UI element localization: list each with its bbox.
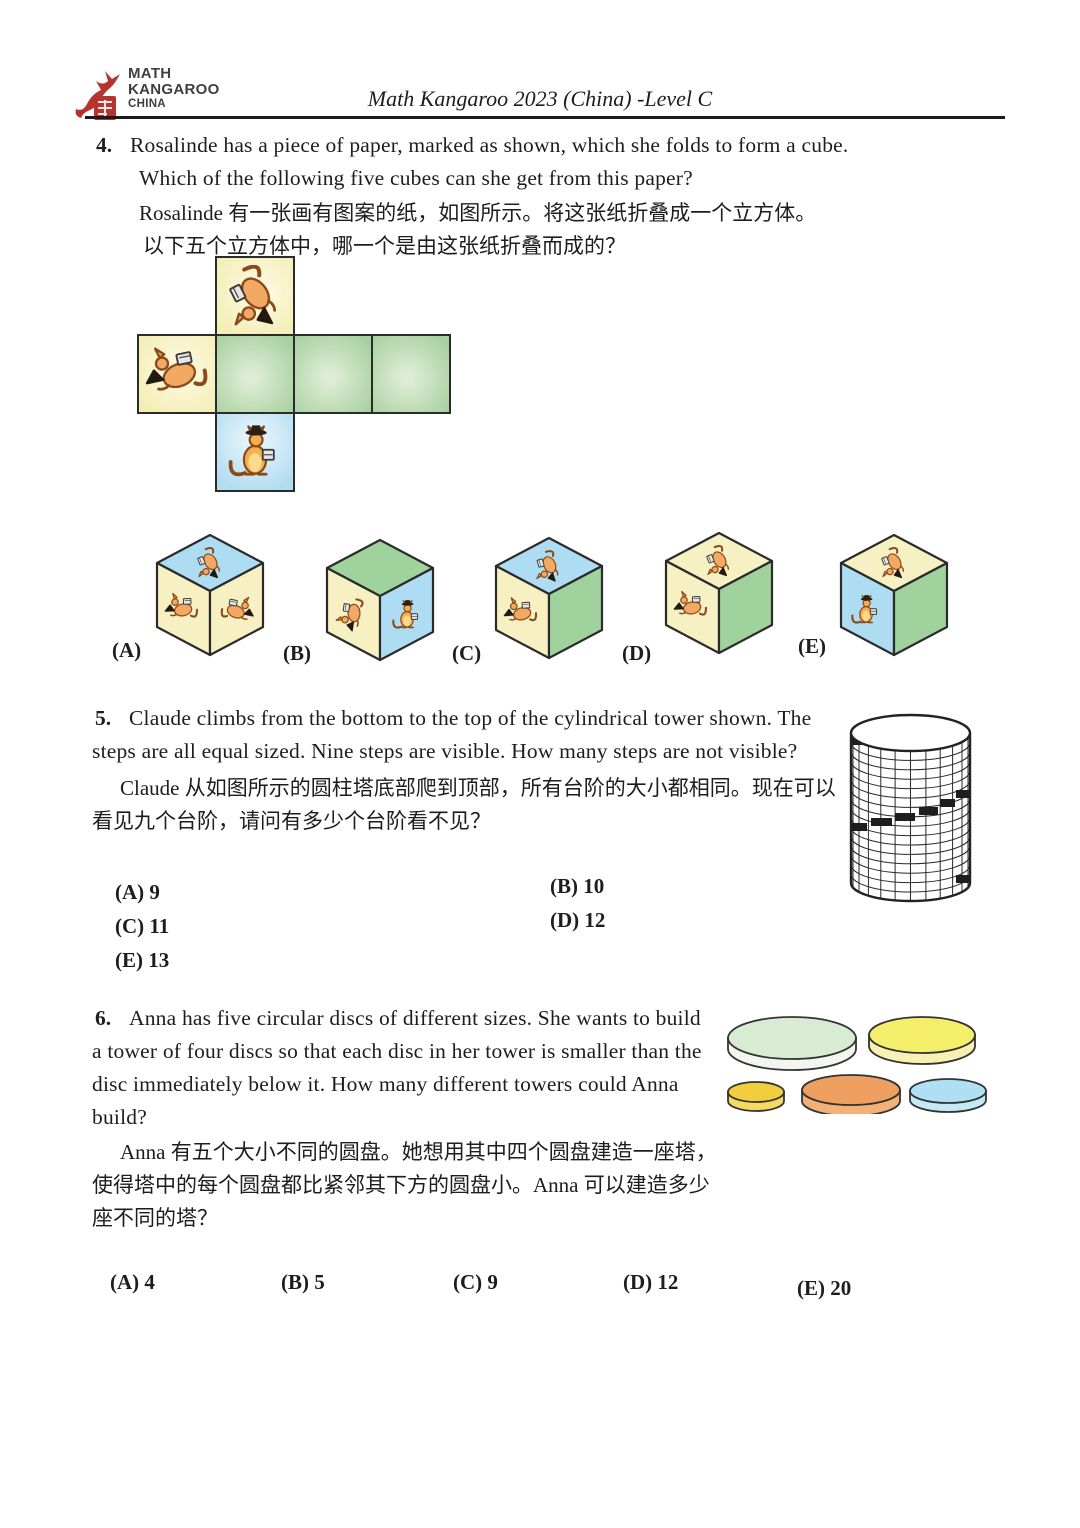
q5-zh-line1: Claude 从如图所示的圆柱塔底部爬到顶部，所有台阶的大小都相同。现在可以 (120, 776, 836, 800)
medium-blue-disc (909, 1078, 987, 1113)
large-yellow-disc (868, 1016, 976, 1065)
kangaroo-lying-icon (222, 265, 288, 327)
cylindrical-tower-figure (849, 713, 972, 903)
cube-option-c (494, 536, 604, 660)
logo-line-1: MATH (128, 65, 172, 82)
q6-zh-line3: 座不同的塔？ (92, 1206, 218, 1230)
q6-en-line3: disc immediately below it. How many diff… (92, 1072, 679, 1096)
large-green-disc (727, 1016, 857, 1071)
q4-zh-line1: Rosalinde 有一张画有图案的纸，如图所示。将这张纸折叠成一个立方体。 (139, 201, 817, 225)
kangaroo-standing-icon (228, 423, 276, 477)
header-rule (85, 116, 1005, 119)
q4-option-e-label: (E) (798, 634, 826, 658)
q6-number: 6. (95, 1006, 112, 1030)
q6-option-e: (E) 20 (797, 1276, 852, 1300)
q5-number: 5. (95, 706, 112, 730)
net-cell-middle-left (137, 334, 217, 414)
cube-option-e (839, 533, 949, 657)
q5-option-a: (A) 9 (115, 880, 160, 904)
q6-zh-line2: 使得塔中的每个圆盘都比紧邻其下方的圆盘小。Anna 可以建造多少 (92, 1173, 710, 1197)
cube-c-right-face (547, 564, 604, 660)
q5-option-c: (C) 11 (115, 914, 170, 938)
net-cell-middle-3 (293, 334, 373, 414)
q6-option-c: (C) 9 (453, 1270, 498, 1294)
q4-number: 4. (96, 133, 113, 157)
logo-wordmark: MATH KANGAROO CHINA (128, 65, 220, 111)
q5-zh-line2: 看见九个台阶，请问有多少个台阶看不见？ (92, 809, 491, 833)
q4-option-a-label: (A) (112, 638, 142, 662)
q4-option-c-label: (C) (452, 641, 482, 665)
q6-en-line1: Anna has five circular discs of differen… (129, 1006, 701, 1030)
kangaroo-reading-icon (145, 346, 208, 394)
logo-kangaroo-icon (74, 62, 126, 124)
q4-en-line1: Rosalinde has a piece of paper, marked a… (130, 133, 849, 157)
cube-option-a (155, 533, 265, 657)
net-cell-top (215, 256, 295, 336)
cube-d-right-face (717, 559, 774, 655)
net-cell-middle-4 (371, 334, 451, 414)
logo-line-3: CHINA (128, 98, 166, 111)
q6-option-a: (A) 4 (110, 1270, 155, 1294)
cube-net-figure (137, 256, 453, 494)
q5-option-e: (E) 13 (115, 948, 170, 972)
q4-zh-line2: 以下五个立方体中，哪一个是由这张纸折叠而成的？ (143, 234, 626, 258)
q5-en-line1: Claude climbs from the bottom to the top… (129, 706, 812, 730)
net-cell-bottom (215, 412, 295, 492)
cube-option-b (325, 538, 435, 662)
logo-line-2: KANGAROO (128, 81, 220, 99)
q4-option-d-label: (D) (622, 641, 652, 665)
q6-option-b: (B) 5 (281, 1270, 325, 1294)
q5-option-b: (B) 10 (550, 874, 605, 898)
net-cell-middle-2 (215, 334, 295, 414)
discs-figure (727, 1016, 987, 1114)
medium-orange-disc (801, 1074, 901, 1114)
q6-en-line4: build? (92, 1105, 147, 1129)
q4-en-line2: Which of the following five cubes can sh… (139, 166, 693, 190)
small-gold-disc (727, 1081, 785, 1112)
cube-e-right-face (892, 561, 949, 657)
page-title: Math Kangaroo 2023 (China) -Level C (367, 86, 713, 111)
q5-en-line2: steps are all equal sized. Nine steps ar… (92, 739, 798, 763)
q6-en-line2: a tower of four discs so that each disc … (92, 1039, 702, 1063)
q6-zh-line1: Anna 有五个大小不同的圆盘。她想用其中四个圆盘建造一座塔， (120, 1140, 717, 1164)
q5-option-d: (D) 12 (550, 908, 606, 932)
q6-option-d: (D) 12 (623, 1270, 679, 1294)
cube-option-d (664, 531, 774, 655)
q4-option-b-label: (B) (283, 641, 311, 665)
